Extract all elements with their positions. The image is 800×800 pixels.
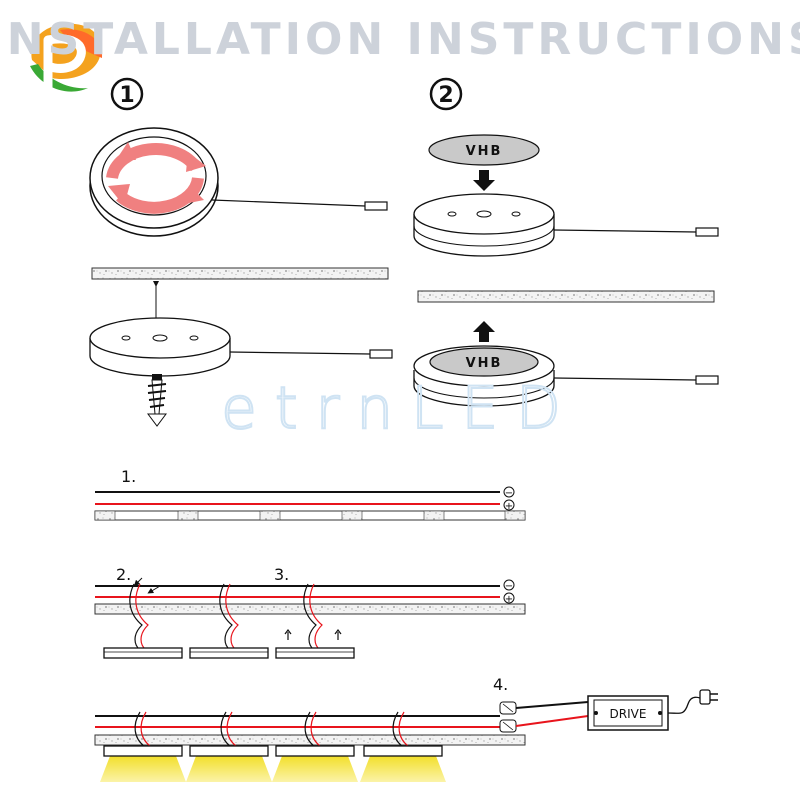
- arrow-down-icon: [473, 170, 495, 191]
- cabinet-rail-3: [94, 734, 526, 746]
- wiring-step-3-label: 3.: [274, 565, 289, 584]
- mounting-surface-2: [417, 290, 715, 303]
- power-plug-icon: [699, 689, 718, 705]
- led-driver: DRIVE: [587, 695, 669, 731]
- step-2-number: 2: [438, 83, 453, 108]
- wiring-step-4-label: 4.: [493, 675, 508, 694]
- screw-icon: [147, 374, 167, 427]
- driver-label: DRIVE: [610, 707, 647, 721]
- up-arrow-small-icon-2: [334, 629, 342, 640]
- light-puck-screw-mount: [89, 317, 393, 377]
- cabinet-rail-1: [94, 510, 526, 521]
- plus-sign: +: [505, 501, 513, 512]
- wiring-step-2-label: 2.: [116, 565, 131, 584]
- light-bars-unmounted: [103, 647, 355, 659]
- pigtail-leads: [129, 583, 323, 651]
- light-puck-top-view: [89, 127, 388, 237]
- page-title: INSTALLATION INSTRUCTIONS: [0, 14, 800, 65]
- vhb-label-top: VHB: [466, 144, 503, 159]
- wire-connectors: [499, 701, 517, 733]
- minus-terminal-icon: −: [503, 486, 515, 499]
- minus-sign-2: −: [505, 581, 513, 592]
- step-2-badge: 2: [429, 77, 463, 111]
- plus-sign-2: +: [505, 594, 513, 605]
- light-bars-mounted: [100, 745, 446, 782]
- vhb-label-bottom: VHB: [466, 356, 503, 371]
- arrow-up-icon: [473, 321, 495, 342]
- pointer-arrow-a: [133, 577, 143, 587]
- brand-logo: [30, 23, 103, 99]
- step-1-number: 1: [119, 83, 134, 108]
- up-arrow-small-icon: [284, 629, 292, 640]
- rotate-arrows-icon: [106, 142, 206, 214]
- step-1-badge: 1: [110, 77, 144, 111]
- rail-1-stone-segments: [94, 510, 526, 521]
- power-cord: [667, 696, 701, 714]
- minus-terminal-icon-2: −: [503, 579, 515, 592]
- plus-terminal-icon-2: +: [503, 592, 515, 605]
- vhb-pad-top: VHB: [428, 134, 540, 166]
- mounting-surface: [91, 267, 389, 280]
- plus-terminal-icon: +: [503, 499, 515, 512]
- driver-wire-negative: [515, 701, 589, 709]
- watermark: etrnLED: [221, 374, 579, 442]
- wiring-step-1-label: 1.: [121, 467, 136, 486]
- brand-logo-leaf-icon: [30, 23, 103, 99]
- light-puck-adhesive-bottom: [413, 345, 719, 407]
- driver-wire-positive: [515, 715, 589, 727]
- minus-sign: −: [505, 488, 513, 499]
- pigtail-leads-mounted: [134, 711, 409, 747]
- light-puck-adhesive-top: [413, 193, 719, 257]
